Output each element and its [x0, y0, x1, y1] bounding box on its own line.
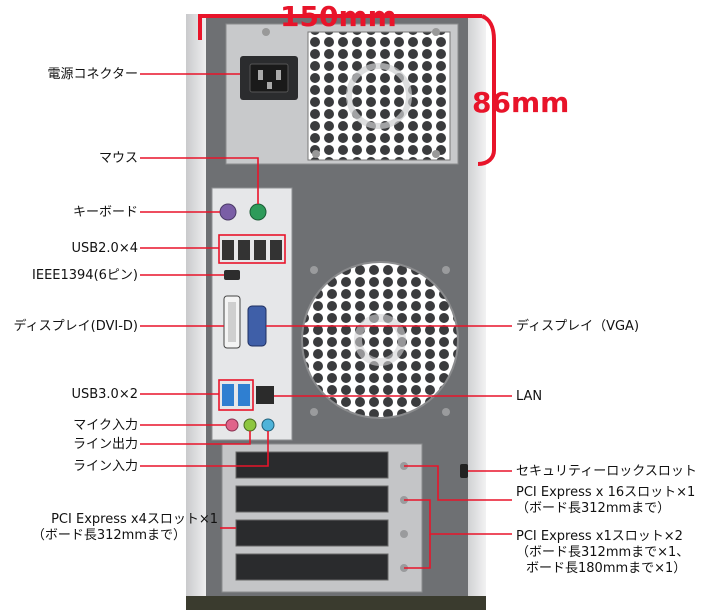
usb2-port-icon [254, 240, 266, 260]
label-pcie16-line2: （ボード長312mmまで） [516, 501, 671, 516]
label-ieee1394: IEEE1394(6ピン) [32, 268, 138, 283]
slot-cover [235, 451, 389, 479]
leader-pcie1-b [404, 534, 431, 569]
screw-icon [262, 28, 270, 36]
expansion-slots [221, 443, 423, 593]
label-usb2: USB2.0×4 [71, 241, 138, 256]
label-pcie4-line2: （ボード長312mmまで） [31, 528, 186, 543]
mic-jack-icon [225, 418, 239, 432]
ieee1394-port-icon [224, 270, 240, 280]
usb3-port-icon [222, 384, 234, 406]
rear-fan-grille [301, 261, 459, 419]
pin-icon [258, 70, 263, 80]
leader-pcie16 [404, 465, 512, 501]
leader-lines [140, 73, 512, 569]
leader-pcie1-a [404, 499, 512, 535]
label-pcie16-line1: PCI Express x 16スロット×1 [516, 485, 696, 500]
pin-icon [267, 82, 272, 89]
label-vga: ディスプレイ（VGA) [516, 319, 640, 334]
usb2-highlight [218, 234, 286, 264]
leader-mouse [140, 157, 259, 204]
screw-icon [442, 408, 450, 416]
screw-icon [310, 266, 318, 274]
height-dimension-label: 86mm [472, 86, 570, 119]
label-pcie1-line1: PCI Express x1スロット×2 [516, 529, 683, 544]
label-power-connector: 電源コネクター [47, 67, 138, 82]
case-left-edge [186, 14, 208, 606]
slot-cover [235, 485, 389, 513]
label-mouse: マウス [98, 151, 138, 166]
label-pcie1-line2: （ボード長312mmまで×1、 [516, 545, 690, 560]
label-keyboard: キーボード [72, 205, 138, 220]
ps2-keyboard-port-icon [219, 203, 237, 221]
vga-port-icon [247, 305, 267, 347]
rear-fan-hub [354, 314, 406, 366]
label-lan: LAN [516, 389, 543, 404]
usb2-port-icon [222, 240, 234, 260]
line-in-jack-icon [261, 418, 275, 432]
case-feet [186, 596, 486, 610]
label-dvi: ディスプレイ(DVI-D) [13, 319, 138, 334]
power-supply [225, 23, 459, 165]
screw-icon [310, 408, 318, 416]
slot-cover [235, 519, 389, 547]
slot-cover [235, 553, 389, 581]
usb2-port-icon [270, 240, 282, 260]
screw-icon [312, 150, 320, 158]
label-pcie1-line3: ボード長180mmまで×1） [526, 561, 687, 576]
leader-line-in [140, 431, 269, 467]
psu-fan-grille [307, 31, 451, 161]
screw-icon [442, 266, 450, 274]
ps2-mouse-port-icon [249, 203, 267, 221]
label-security-slot: セキュリティーロックスロット [516, 464, 697, 479]
label-mic: マイク入力 [73, 418, 138, 433]
screw-icon [432, 150, 440, 158]
dimension-markers [198, 14, 496, 166]
label-usb3: USB3.0×2 [71, 387, 138, 402]
label-pcie4-line1: PCI Express x4スロット×1 [51, 512, 218, 527]
height-bracket [477, 14, 496, 166]
usb3-highlight [218, 379, 254, 411]
rear-fan [301, 261, 459, 419]
leader-line-out [140, 431, 251, 445]
lan-port-icon [256, 386, 274, 404]
io-panel [211, 187, 293, 441]
width-dimension-label: 150mm [280, 0, 397, 33]
security-lock-slot-icon [460, 464, 468, 478]
dvi-pins [228, 302, 236, 342]
line-out-jack-icon [243, 418, 257, 432]
screw-icon [432, 28, 440, 36]
pin-icon [276, 70, 281, 80]
width-bracket [198, 14, 482, 40]
usb3-port-icon [238, 384, 250, 406]
usb2-port-icon [238, 240, 250, 260]
label-line-out: ライン出力 [72, 437, 138, 452]
psu-fan-hub [346, 63, 412, 129]
screw-icon [400, 530, 408, 538]
label-line-in: ライン入力 [72, 459, 138, 474]
